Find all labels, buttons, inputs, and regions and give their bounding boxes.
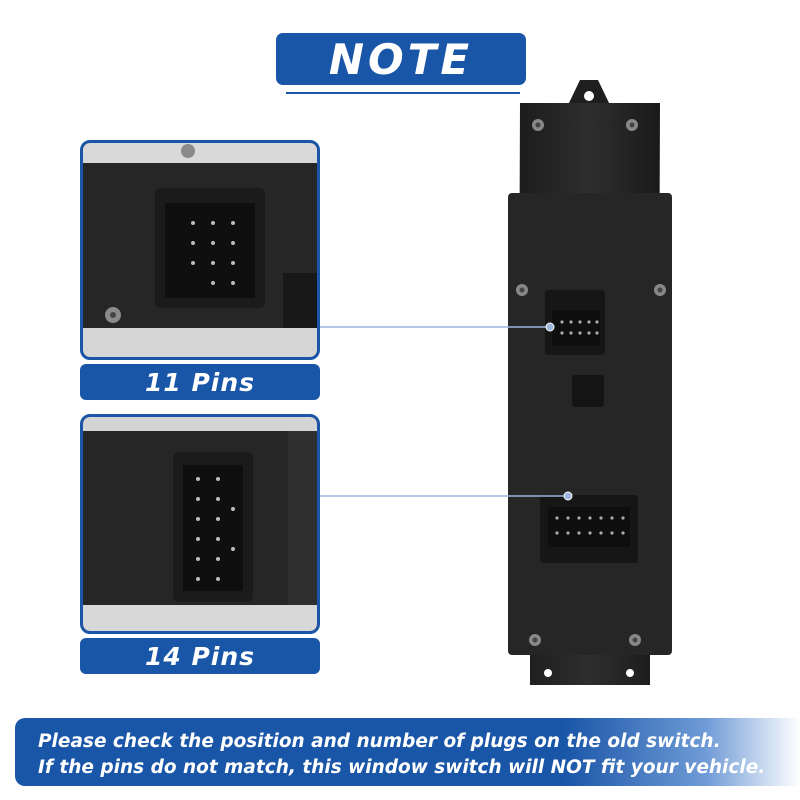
label-11-pins: 11 Pins [80,364,320,400]
label-14-pins-text: 14 Pins [144,641,256,671]
window-switch-image [508,80,672,685]
inset-11-pins [80,140,320,360]
note-title: NOTE [328,34,474,84]
footer-line-2: If the pins do not match, this window sw… [38,757,766,778]
note-badge: NOTE [276,33,526,85]
note-underline [286,92,520,94]
footer-banner [15,718,800,786]
footer-line-1: Please check the position and number of … [38,731,721,752]
inset-14-pins [80,414,320,634]
label-14-pins: 14 Pins [80,638,320,674]
label-11-pins-text: 11 Pins [144,367,256,397]
